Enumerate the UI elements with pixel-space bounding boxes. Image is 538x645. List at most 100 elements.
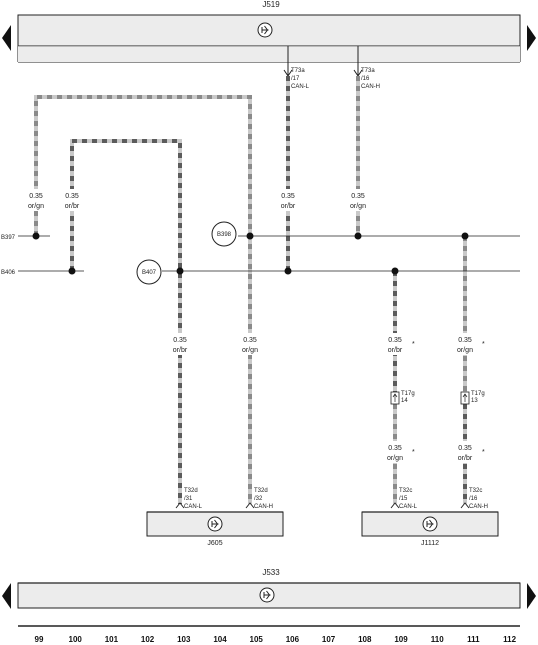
column-number: 105 <box>250 635 264 644</box>
can-gateway-icon <box>259 587 275 603</box>
column-number: 109 <box>394 635 408 644</box>
module-label-j1112: J1112 <box>421 540 439 547</box>
svg-text:CAN-H: CAN-H <box>254 504 273 510</box>
arrow-right-icon <box>527 583 536 609</box>
svg-text:0.35: 0.35 <box>281 193 295 200</box>
svg-text:T17g: T17g <box>471 391 485 397</box>
svg-text:0.35: 0.35 <box>458 337 472 344</box>
column-number: 101 <box>105 635 119 644</box>
connector-t32c-16: T32c /16 CAN-H <box>469 488 488 510</box>
arrow-right-icon <box>527 25 536 51</box>
column-number: 112 <box>503 635 516 644</box>
svg-text:0.35: 0.35 <box>351 193 365 200</box>
svg-text:T32d: T32d <box>184 488 198 494</box>
wire-label: 0.35 or/gn * <box>453 333 485 355</box>
svg-text:0.35: 0.35 <box>388 337 402 344</box>
module-label-j605: J605 <box>207 540 222 547</box>
svg-text:CAN-H: CAN-H <box>469 504 488 510</box>
splice-dot <box>176 267 184 275</box>
wire-label: 0.35 or/gn <box>346 189 370 211</box>
inline-connector-t17g-14: T17g 14 <box>390 391 415 405</box>
svg-text:T32c: T32c <box>399 488 412 494</box>
arrow-left-icon <box>2 25 11 51</box>
svg-text:0.35: 0.35 <box>458 445 472 452</box>
splice-dot <box>32 232 40 240</box>
column-number: 111 <box>467 635 480 644</box>
svg-text:0.35: 0.35 <box>173 337 187 344</box>
column-number: 110 <box>431 635 444 644</box>
svg-text:T73a: T73a <box>291 68 305 74</box>
svg-text:B398: B398 <box>217 232 232 238</box>
svg-text:or/gn: or/gn <box>457 347 473 354</box>
can-gateway-icon <box>257 22 273 38</box>
column-number: 103 <box>177 635 191 644</box>
connector-t32d-32: T32d /32 CAN-H <box>254 488 273 510</box>
svg-text:CAN-L: CAN-L <box>291 84 310 90</box>
svg-text:/16: /16 <box>361 76 370 82</box>
splice-dot <box>391 267 399 275</box>
svg-text:/31: /31 <box>184 496 193 502</box>
column-number: 102 <box>141 635 155 644</box>
column-number: 106 <box>286 635 300 644</box>
can-gateway-icon <box>207 516 223 532</box>
wire-label: 0.35 or/br * <box>383 333 415 355</box>
wire-or-br <box>70 139 182 504</box>
inline-connector-t17g-13: T17g 13 <box>460 391 485 405</box>
svg-text:/32: /32 <box>254 496 263 502</box>
svg-text:or/br: or/br <box>388 347 403 354</box>
svg-text:or/br: or/br <box>281 203 296 210</box>
module-label-j519: J519 <box>262 0 280 9</box>
wire-label: 0.35 or/gn <box>24 189 48 211</box>
wire-label: 0.35 or/br <box>276 189 300 211</box>
svg-text:/17: /17 <box>291 76 300 82</box>
connector-t73a-17: T73a /17 CAN-L <box>291 68 310 90</box>
svg-text:CAN-L: CAN-L <box>399 504 418 510</box>
junction-b397: B397 <box>1 235 16 241</box>
svg-text:*: * <box>412 341 415 348</box>
svg-text:or/br: or/br <box>65 203 80 210</box>
splice-dot <box>461 232 469 240</box>
svg-text:0.35: 0.35 <box>243 337 257 344</box>
column-number: 104 <box>213 635 227 644</box>
svg-text:0.35: 0.35 <box>29 193 43 200</box>
splice-dot <box>354 232 362 240</box>
svg-text:0.35: 0.35 <box>388 445 402 452</box>
module-j1112[interactable] <box>361 511 499 537</box>
svg-text:CAN-H: CAN-H <box>361 84 380 90</box>
svg-text:/16: /16 <box>469 496 478 502</box>
column-number: 108 <box>358 635 372 644</box>
column-number: 99 <box>35 635 44 644</box>
svg-text:0.35: 0.35 <box>65 193 79 200</box>
svg-text:13: 13 <box>471 398 478 404</box>
splice-dot <box>246 232 254 240</box>
svg-text:or/gn: or/gn <box>350 203 366 210</box>
splice-dot <box>68 267 76 275</box>
connector-t73a-16: T73a /16 CAN-H <box>361 68 380 90</box>
svg-text:B407: B407 <box>142 270 157 276</box>
svg-text:or/br: or/br <box>173 347 188 354</box>
svg-text:or/br: or/br <box>458 455 473 462</box>
column-number: 107 <box>322 635 336 644</box>
wire-label: 0.35 or/gn * <box>383 441 415 463</box>
splice-dot <box>284 267 292 275</box>
column-numbers: 99 100 101 102 103 104 105 106 107 108 109 110 111 11… <box>35 635 517 644</box>
module-label-j533: J533 <box>262 568 280 577</box>
module-j519[interactable] <box>17 14 521 63</box>
connector-t32d-31: T32d /31 CAN-L <box>184 488 203 510</box>
connector-arrow-icon <box>175 502 470 509</box>
wire-label: 0.35 or/br * <box>453 441 485 463</box>
arrow-left-icon <box>2 583 11 609</box>
svg-text:*: * <box>482 341 485 348</box>
svg-text:or/gn: or/gn <box>242 347 258 354</box>
svg-text:T17g: T17g <box>401 391 415 397</box>
column-number: 100 <box>69 635 83 644</box>
svg-text:or/gn: or/gn <box>28 203 44 210</box>
wire-label: 0.35 or/br <box>60 189 84 211</box>
svg-text:CAN-L: CAN-L <box>184 504 203 510</box>
junction-b407: B407 <box>136 259 162 285</box>
connector-t32c-15: T32c /15 CAN-L <box>399 488 418 510</box>
wire-label: 0.35 or/br <box>168 333 192 355</box>
junction-b398: B398 <box>211 221 237 247</box>
can-gateway-icon <box>422 516 438 532</box>
wire-or-gn <box>34 95 252 504</box>
